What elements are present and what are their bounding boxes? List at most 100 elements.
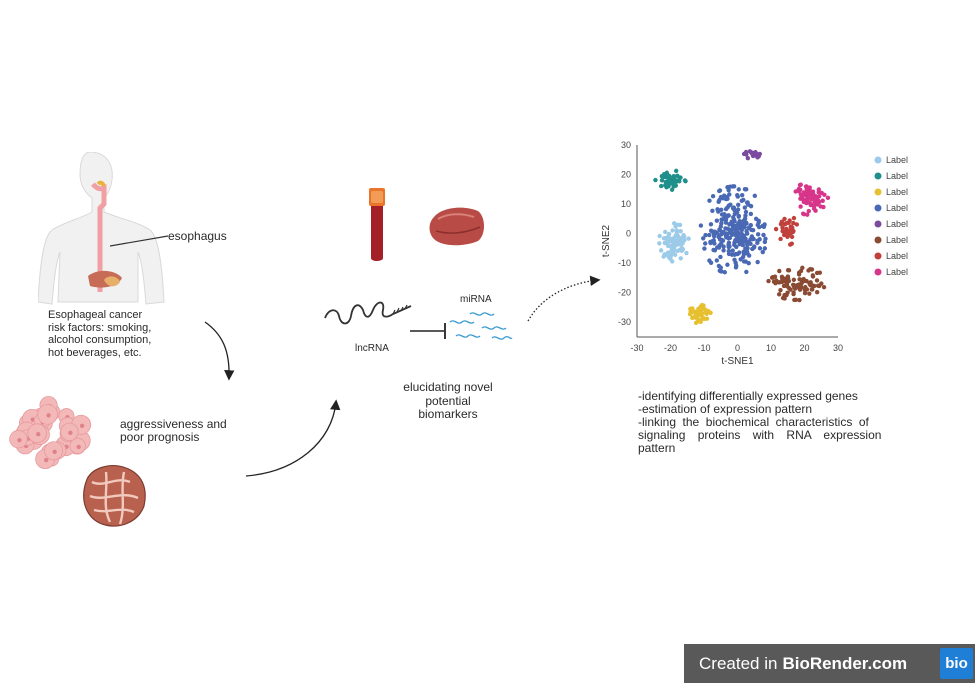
data-point: [678, 228, 683, 234]
data-point: [762, 239, 768, 245]
data-point: [698, 223, 704, 228]
data-point: [810, 273, 816, 278]
data-point: [664, 185, 669, 190]
x-tick-label: -30: [630, 343, 643, 353]
data-point: [791, 290, 796, 295]
data-point: [748, 203, 754, 209]
data-point: [742, 216, 748, 221]
data-point: [785, 274, 791, 279]
data-point: [760, 249, 765, 255]
data-point: [735, 194, 741, 199]
data-point: [703, 241, 708, 246]
data-point: [787, 242, 793, 247]
biorender-badge[interactable]: Created in BioRender.com bio: [684, 644, 975, 683]
legend-swatch: [874, 252, 882, 260]
x-tick-label: 0: [735, 343, 740, 353]
legend-swatch: [874, 220, 882, 228]
legend-label: Label: [886, 155, 908, 165]
data-point: [669, 180, 675, 186]
brand-text: BioRender.com: [782, 653, 908, 673]
data-point: [813, 201, 819, 207]
data-point: [718, 254, 723, 260]
data-point: [797, 277, 802, 282]
bio-logo-icon: bio: [940, 648, 973, 679]
data-point: [699, 311, 705, 316]
data-point: [791, 220, 796, 226]
esophagus-label: esophagus: [168, 229, 227, 243]
data-point: [814, 290, 820, 295]
data-point: [722, 213, 728, 218]
data-point: [793, 189, 798, 194]
data-point: [784, 283, 790, 289]
data-point: [665, 173, 671, 178]
data-point: [789, 234, 795, 240]
data-point: [722, 270, 727, 275]
mirna-label: miRNA: [460, 294, 492, 305]
data-point: [693, 320, 699, 325]
data-point: [672, 244, 677, 249]
data-point: [819, 190, 824, 196]
data-point: [722, 216, 727, 222]
data-point: [745, 245, 750, 251]
y-tick-label: 10: [621, 199, 631, 209]
biomarker-line: potential: [425, 393, 471, 408]
legend-swatch: [874, 268, 882, 276]
data-point: [739, 198, 744, 203]
data-point: [779, 219, 785, 225]
data-point: [669, 187, 675, 192]
data-point: [755, 259, 760, 265]
data-point: [734, 210, 740, 215]
aggr-line: poor prognosis: [120, 430, 200, 444]
data-point: [708, 228, 714, 233]
risk-line: hot beverages, etc.: [48, 346, 142, 359]
data-point: [800, 278, 806, 284]
data-point: [800, 196, 805, 201]
data-point: [798, 204, 803, 209]
data-point: [664, 181, 669, 187]
data-point: [817, 283, 822, 289]
data-point: [666, 233, 671, 239]
data-point: [670, 228, 675, 233]
data-point: [732, 257, 737, 263]
data-point: [755, 240, 760, 246]
data-point: [760, 223, 765, 229]
x-tick-label: -10: [697, 343, 710, 353]
data-point: [744, 187, 749, 192]
legend-label: Label: [886, 267, 908, 277]
data-point: [717, 227, 722, 232]
data-point: [810, 283, 815, 288]
data-point: [746, 253, 752, 258]
data-point: [811, 191, 816, 197]
data-point: [719, 269, 724, 274]
data-point: [798, 192, 804, 198]
data-point: [726, 188, 731, 193]
data-point: [804, 198, 809, 204]
data-point: [807, 188, 813, 193]
legend-swatch: [874, 156, 882, 164]
data-point: [710, 194, 716, 199]
data-point: [742, 239, 747, 244]
legend-label: Label: [886, 187, 908, 197]
data-point: [707, 232, 712, 238]
data-point: [778, 287, 783, 293]
data-point: [805, 212, 810, 217]
data-point: [708, 222, 714, 227]
data-point: [780, 225, 785, 230]
data-point: [680, 240, 686, 246]
mirna-icon: [449, 312, 513, 340]
data-point: [721, 244, 726, 249]
data-point: [733, 265, 739, 270]
aggressiveness-text: aggressiveness and poor prognosis: [120, 418, 227, 444]
data-point: [762, 246, 768, 251]
data-point: [668, 252, 674, 258]
data-point: [716, 209, 721, 214]
data-point: [677, 247, 682, 253]
data-point: [749, 234, 755, 239]
data-point: [787, 228, 793, 234]
data-point: [708, 260, 714, 266]
data-point: [704, 316, 710, 321]
data-point: [807, 281, 812, 286]
data-point: [821, 284, 827, 290]
lncrna-icon: [324, 301, 412, 325]
data-point: [803, 284, 808, 290]
